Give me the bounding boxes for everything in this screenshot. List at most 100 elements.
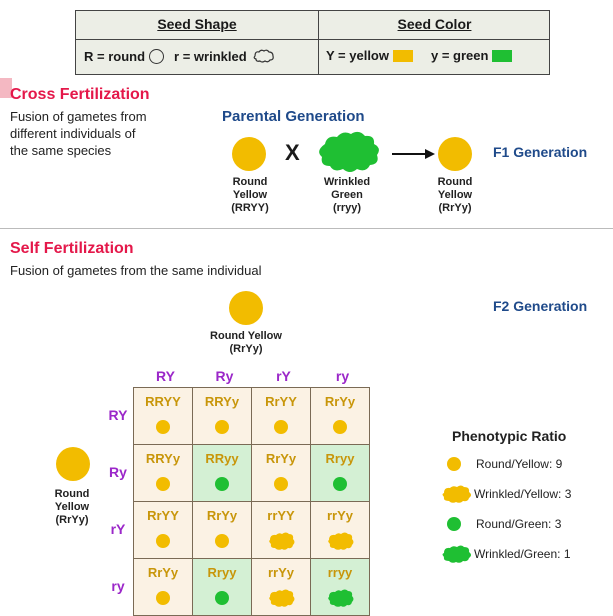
punnett-cell: RRYY [133,387,193,445]
genotype-label: Rryy [207,565,237,580]
row-header: Ry [109,464,127,480]
round-outline-icon [149,48,165,64]
punnett-cell: RrYy [310,387,370,445]
col-header: rY [276,368,291,384]
round-yellow-pea-icon [274,477,288,491]
parental-generation-title: Parental Generation [222,108,365,125]
punnett-cell: RRYy [192,387,252,445]
round-green-pea-icon [215,591,229,605]
round-green-pea-icon [447,517,461,531]
green-swatch [492,49,513,62]
genotype-label: rryy [327,565,353,580]
wrinkled-green-pea-icon [319,131,379,172]
punnett-cell: RRYy [133,444,193,502]
punnett-cell: RrYY [133,501,193,559]
punnett-cell: rryy [310,558,370,616]
genotype-label: rrYY [267,508,295,523]
genotype-label: RrYy [265,451,297,466]
wrinkled-yellow-pea-icon [269,589,295,607]
round-yellow-pea-icon [232,137,266,171]
col-header: ry [335,368,350,384]
genotype-label: RRYy [204,394,240,409]
genotype-label: RRYY [145,394,181,409]
section-divider [0,228,613,229]
round-yellow-pea-icon [156,477,170,491]
top-parent-pea-icon [229,291,263,325]
yellow-key-label: Y = yellow [326,48,389,63]
punnett-cell: rrYy [310,501,370,559]
punnett-cell: RrYy [133,558,193,616]
parental-cross-graphic [232,131,472,172]
wrinkled-green-pea-icon [328,589,354,607]
f2-generation-label: F2 Generation [493,298,588,314]
row-header: ry [111,578,125,594]
round-green-pea-icon [215,477,229,491]
round-yellow-pea-icon [447,457,461,471]
punnett-cell: RrYY [251,387,311,445]
wrinkled-outline-icon [253,49,274,63]
round-yellow-pea-icon [156,591,170,605]
punnett-cell: Rryy [192,558,252,616]
row-header: RY [108,407,128,423]
col-header: RY [156,368,175,384]
genotype-label: RrYy [147,565,179,580]
genotype-label: RrYY [147,508,179,523]
ratio-wrinkled-yellow: Wrinkled/Yellow: 3 [440,485,571,503]
self-fertilization-description: Fusion of gametes from the same individu… [10,263,262,278]
round-yellow-pea-icon [333,420,347,434]
round-yellow-pea-icon [156,420,170,434]
seed-shape-header: Seed Shape [157,16,237,32]
row-header: rY [110,521,126,537]
cross-symbol: X [285,140,300,165]
punnett-cell: Rryy [310,444,370,502]
punnett-cell: RRyy [192,444,252,502]
wrinkled-green-pea-icon [442,545,471,563]
phenotypic-ratio-title: Phenotypic Ratio [452,428,567,444]
ratio-round-yellow: Round/Yellow: 9 [444,455,562,473]
wrinkled-yellow-pea-icon [328,532,354,550]
genotype-label: RrYY [265,394,297,409]
genotype-label: RRYy [145,451,181,466]
round-yellow-pea-icon [215,420,229,434]
round-key-label: R = round [84,48,146,64]
round-yellow-pea-icon [215,534,229,548]
cross-fertilization-description: Fusion of gametes from different individ… [10,109,147,158]
round-yellow-pea-icon [274,420,288,434]
ratio-round-green: Round/Green: 3 [444,515,561,533]
genotype-label: RrYy [206,508,238,523]
wrinkled-yellow-pea-icon [442,485,471,503]
col-header: Ry [215,368,234,384]
cross-fertilization-title: Cross Fertilization [10,86,150,103]
genotype-label: rrYy [326,508,354,523]
genotype-label: rrYy [267,565,295,580]
seed-legend-table: Seed Shape Seed Color R = round r = wrin… [75,10,550,75]
color-key: Y = yellow y = green [326,48,513,63]
f1-generation-label: F1 Generation [493,144,588,160]
seed-color-header: Seed Color [397,16,472,32]
ratio-wrinkled-green: Wrinkled/Green: 1 [440,545,571,563]
top-parent-label: Round Yellow(RrYy) [210,330,282,355]
punnett-cell: RrYy [251,444,311,502]
self-fertilization-title: Self Fertilization [10,240,134,257]
yellow-swatch [393,49,413,62]
round-green-pea-icon [333,477,347,491]
arrow-icon [425,149,435,159]
punnett-cell: rrYY [251,501,311,559]
round-yellow-pea-icon [156,534,170,548]
shape-key: R = round r = wrinkled [84,48,277,64]
left-parent-pea-icon [56,447,90,481]
punnett-cell: RrYy [192,501,252,559]
wrinkled-yellow-pea-icon [269,532,295,550]
genotype-label: RRyy [205,451,239,466]
punnett-cell: rrYy [251,558,311,616]
wrinkled-key-label: r = wrinkled [174,48,247,64]
genotype-label: Rryy [325,451,355,466]
section-accent-bar [0,78,12,98]
genotype-label: RrYy [324,394,356,409]
f1-pea-icon [438,137,472,171]
